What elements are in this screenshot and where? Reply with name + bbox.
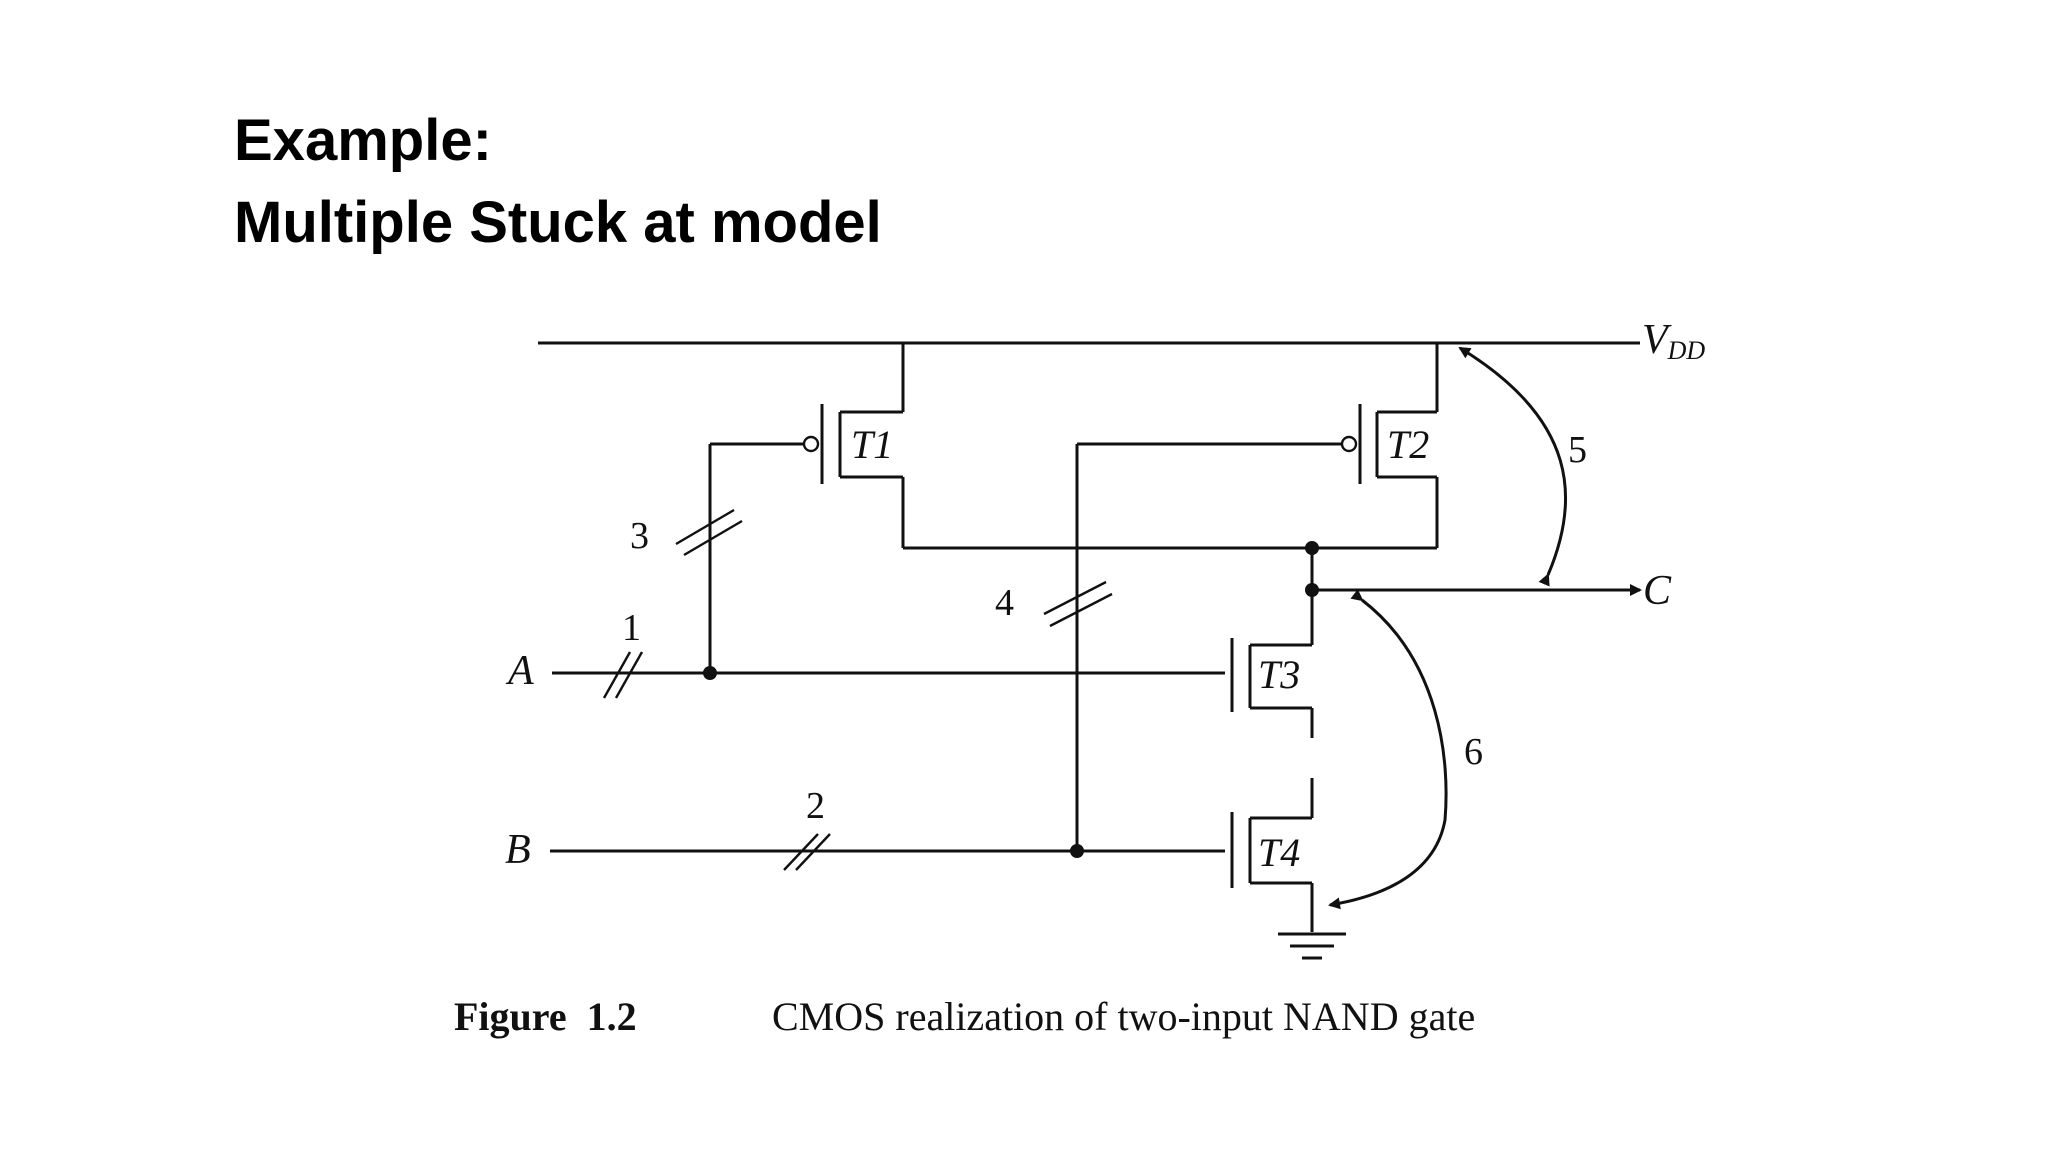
svg-text:1: 1 <box>622 607 641 649</box>
figure-number: Figure 1.2 <box>454 994 637 1039</box>
transistor-t2: T2 <box>1077 343 1439 548</box>
t1-label: T1 <box>851 422 893 467</box>
input-b-label: B <box>505 827 531 873</box>
fault-site-3: 3 <box>630 508 743 557</box>
slide-title: Example: Multiple Stuck at model <box>234 100 882 264</box>
t3-label: T3 <box>1258 652 1300 697</box>
fault-site-1: 1 <box>602 607 644 699</box>
svg-text:3: 3 <box>630 515 649 557</box>
svg-text:5: 5 <box>1568 429 1587 471</box>
transistor-t1: T1 <box>710 343 905 548</box>
fault-site-4: 4 <box>995 580 1113 628</box>
output-c-label: C <box>1643 568 1672 614</box>
input-a-label: A <box>505 648 534 694</box>
vdd-label: VDD <box>1642 317 1705 365</box>
title-line-example: Example: <box>234 108 492 173</box>
junction-input-a <box>703 666 717 680</box>
fault-site-6: 6 <box>1328 589 1483 910</box>
junction-input-b <box>1070 844 1084 858</box>
figure-caption: CMOS realization of two-input NAND gate <box>772 994 1475 1039</box>
t4-label: T4 <box>1258 830 1300 875</box>
transistor-t3: T3 <box>1230 638 1314 738</box>
transistor-t4: T4 <box>1230 778 1314 932</box>
svg-text:4: 4 <box>995 582 1014 624</box>
vdd-subscript: DD <box>1667 336 1706 365</box>
fault-site-5: 5 <box>1458 346 1587 587</box>
svg-text:2: 2 <box>806 785 825 827</box>
junction-drain <box>1305 541 1319 555</box>
title-line-model: Multiple Stuck at model <box>234 190 882 255</box>
svg-text:6: 6 <box>1464 731 1483 773</box>
t2-label: T2 <box>1387 422 1429 467</box>
ground-symbol <box>1278 932 1346 960</box>
fault-site-2: 2 <box>783 785 831 871</box>
